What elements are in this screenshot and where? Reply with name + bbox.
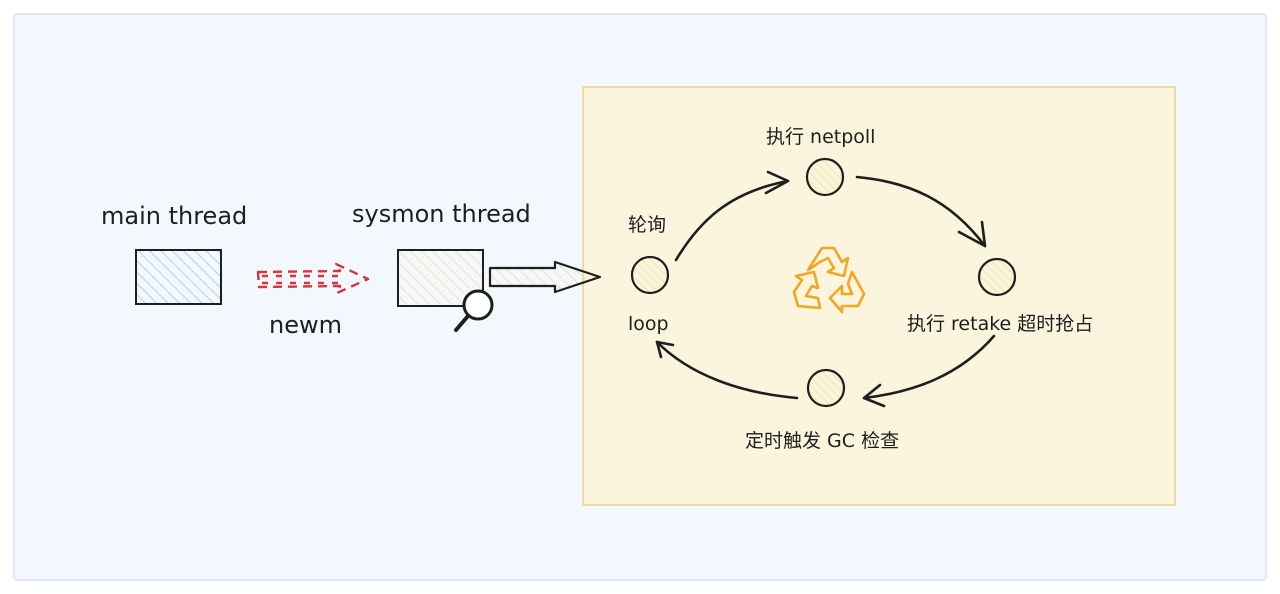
arrow-gc-to-poll [655,340,799,400]
sysmon-to-loop-arrow [488,260,602,294]
loop-node-poll [630,255,670,295]
loop-node-gc [806,368,846,408]
main-thread-node [135,249,222,305]
sysmon-thread-label: sysmon thread [352,200,531,228]
magnifier-icon [454,289,494,332]
arrow-netpoll-to-retake [855,175,987,248]
loop-gc-label: 定时触发 GC 检查 [745,430,900,452]
loop-panel-border [582,86,1176,506]
spawn-arrow [256,262,370,295]
main-thread-label: main thread [101,202,248,230]
loop-panel [583,87,1175,505]
loop-node-netpoll [805,157,845,197]
spawn-edge-label: newm [269,311,342,339]
arrow-poll-to-netpoll [674,170,790,262]
recycle-icon [792,246,866,314]
canvas-border [13,13,1267,581]
loop-loop-label: loop [628,313,669,335]
loop-netpoll-label: 执行 netpoll [766,126,876,148]
loop-poll-label: 轮询 [628,214,667,236]
arrow-retake-to-gc [862,334,996,408]
loop-retake-label: 执行 retake 超时抢占 [907,313,1094,335]
loop-node-retake [977,257,1017,297]
